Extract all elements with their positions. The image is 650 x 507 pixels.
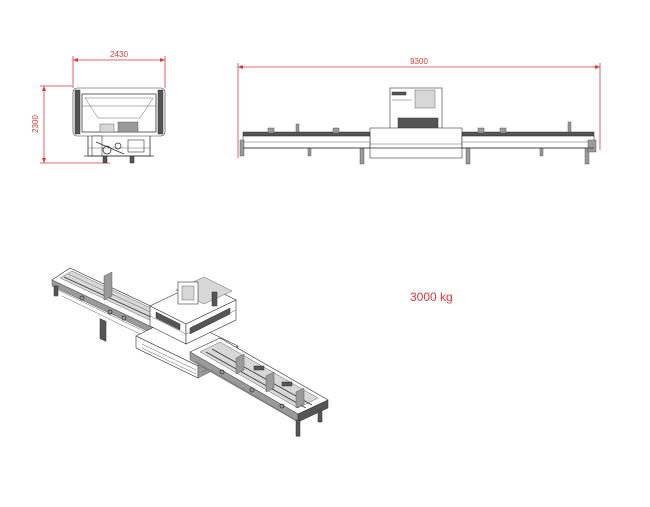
front-height-label: 2300 <box>31 115 40 133</box>
front-height-dimension: 2300 <box>31 85 110 164</box>
front-width-label: 2430 <box>110 50 128 59</box>
front-width-dimension: 2430 <box>72 50 166 88</box>
isometric-view <box>51 267 329 437</box>
front-machine <box>72 87 166 164</box>
iso-right-bed <box>189 337 329 437</box>
iso-left-bed <box>51 267 177 342</box>
side-view: 9300 <box>237 57 601 165</box>
front-view: 2430 2300 <box>31 50 166 164</box>
side-length-label: 9300 <box>410 57 428 66</box>
machine-weight-label: 3000 kg <box>410 290 453 304</box>
side-machine <box>239 87 597 165</box>
side-length-dimension: 9300 <box>237 57 601 158</box>
